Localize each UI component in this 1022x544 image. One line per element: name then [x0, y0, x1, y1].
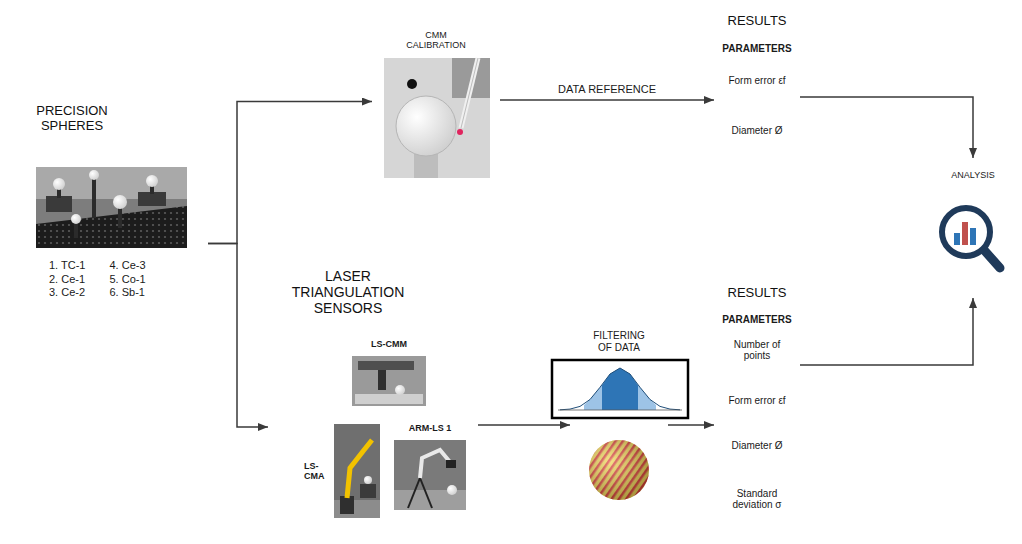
- box-label: Form error εf: [728, 75, 785, 87]
- filter-box: FILTERING OF DATA: [570, 322, 668, 507]
- box-label: 5. Co-1: [109, 273, 145, 286]
- box-shape: [726, 431, 789, 462]
- sensor-box: LS-CMA: [300, 418, 384, 524]
- box-label: Diameter Ø: [731, 125, 782, 137]
- flow-arrow: [208, 244, 268, 428]
- box-shape: [726, 67, 789, 96]
- box-label: ARM-LS 1: [409, 423, 452, 433]
- flow-arrow: [668, 424, 714, 426]
- box-shape: [726, 331, 789, 370]
- edge-label: DATA REFERENCE: [556, 83, 658, 95]
- flow-arrow: [208, 102, 372, 244]
- box-label: 3. Ce-2: [49, 286, 85, 299]
- flow-arrow: [478, 424, 570, 426]
- box-shape: [269, 323, 477, 531]
- box-shape: [726, 477, 789, 522]
- box-shape: [726, 117, 789, 146]
- box-shape: [715, 306, 799, 538]
- edge-label-holder: DATA REFERENCE: [556, 83, 658, 95]
- box-shape: [346, 335, 433, 412]
- flow-arrow: [800, 97, 973, 158]
- box-label: FILTERING OF DATA: [587, 330, 651, 353]
- box-label: 6. Sb-1: [109, 286, 145, 299]
- parameter-box: Form error εf: [725, 384, 789, 418]
- box-label: Diameter Ø: [731, 440, 782, 452]
- arm-photo: [394, 440, 466, 510]
- box-label: LS-CMA: [304, 461, 332, 482]
- box-label: Standard deviation σ: [727, 488, 787, 511]
- box-shape: [373, 19, 499, 184]
- sensor-box: ARM-LS 1: [388, 418, 472, 516]
- box-label: PARAMETERS: [722, 314, 791, 326]
- results-panel: RESULTSPARAMETERSForm error εfDiameter Ø: [714, 33, 800, 200]
- parameter-box: Number of points: [725, 330, 789, 370]
- parameter-box: Diameter Ø: [725, 430, 789, 462]
- analysis-box: ANALYSIS: [928, 158, 1018, 298]
- analysis-icon: [942, 208, 1000, 268]
- box-shape: [929, 159, 1017, 297]
- sensor-panel: LASER TRIANGULATION SENSORSLS-CMMLS-CMAA…: [268, 322, 478, 532]
- box-shape: [726, 385, 789, 418]
- box-label: Form error εf: [728, 395, 785, 407]
- section-heading: RESULTS: [714, 14, 800, 29]
- ls-cma-photo: [334, 424, 380, 518]
- box-shape: [15, 143, 207, 344]
- gaussian-chart: [552, 360, 688, 418]
- box-label: LS-CMM: [371, 339, 407, 349]
- section-heading: RESULTS: [714, 286, 800, 301]
- sphere-deviation-map: [589, 440, 649, 500]
- parameter-box: Diameter Ø: [725, 116, 789, 146]
- box-outline: [14, 142, 208, 345]
- flow-arrow: [500, 99, 714, 101]
- box-label: PARAMETERS: [722, 43, 791, 55]
- input-panel: PRECISION SPHERES1. TC-12. Ce-13. Ce-24.…: [14, 142, 208, 345]
- box-shape: [301, 419, 384, 524]
- cmm-photo: [384, 58, 490, 178]
- box-shape: [389, 419, 472, 516]
- sphere-list: 1. TC-12. Ce-13. Ce-2 4. Ce-35. Co-16. Sb…: [35, 255, 187, 303]
- results-panel: RESULTSPARAMETERSNumber of pointsForm er…: [714, 305, 800, 539]
- box-label: 4. Ce-3: [109, 259, 145, 272]
- sensor-box: LS-CMM: [345, 334, 433, 412]
- parameter-box: Form error εf: [725, 66, 789, 96]
- ls-cmm-photo: [352, 356, 426, 406]
- box-label: 1. TC-1: [49, 259, 85, 272]
- box-label: ANALYSIS: [951, 170, 994, 180]
- section-heading: PRECISION SPHERES: [12, 104, 132, 134]
- box-label: CMM CALIBRATION: [396, 30, 476, 51]
- box-label: Number of points: [727, 339, 787, 362]
- box-shape: [715, 34, 799, 199]
- spheres-photo: [36, 167, 187, 248]
- calibration-box: CMM CALIBRATION: [372, 18, 500, 185]
- parameter-box: Standard deviation σ: [725, 476, 789, 522]
- box-outline: [714, 33, 800, 200]
- section-heading: LASER TRIANGULATION SENSORS: [268, 268, 428, 316]
- box-shape: [571, 323, 667, 506]
- box-shape: [36, 256, 187, 303]
- box-label: 2. Ce-1: [49, 273, 85, 286]
- flow-arrow: [800, 298, 973, 365]
